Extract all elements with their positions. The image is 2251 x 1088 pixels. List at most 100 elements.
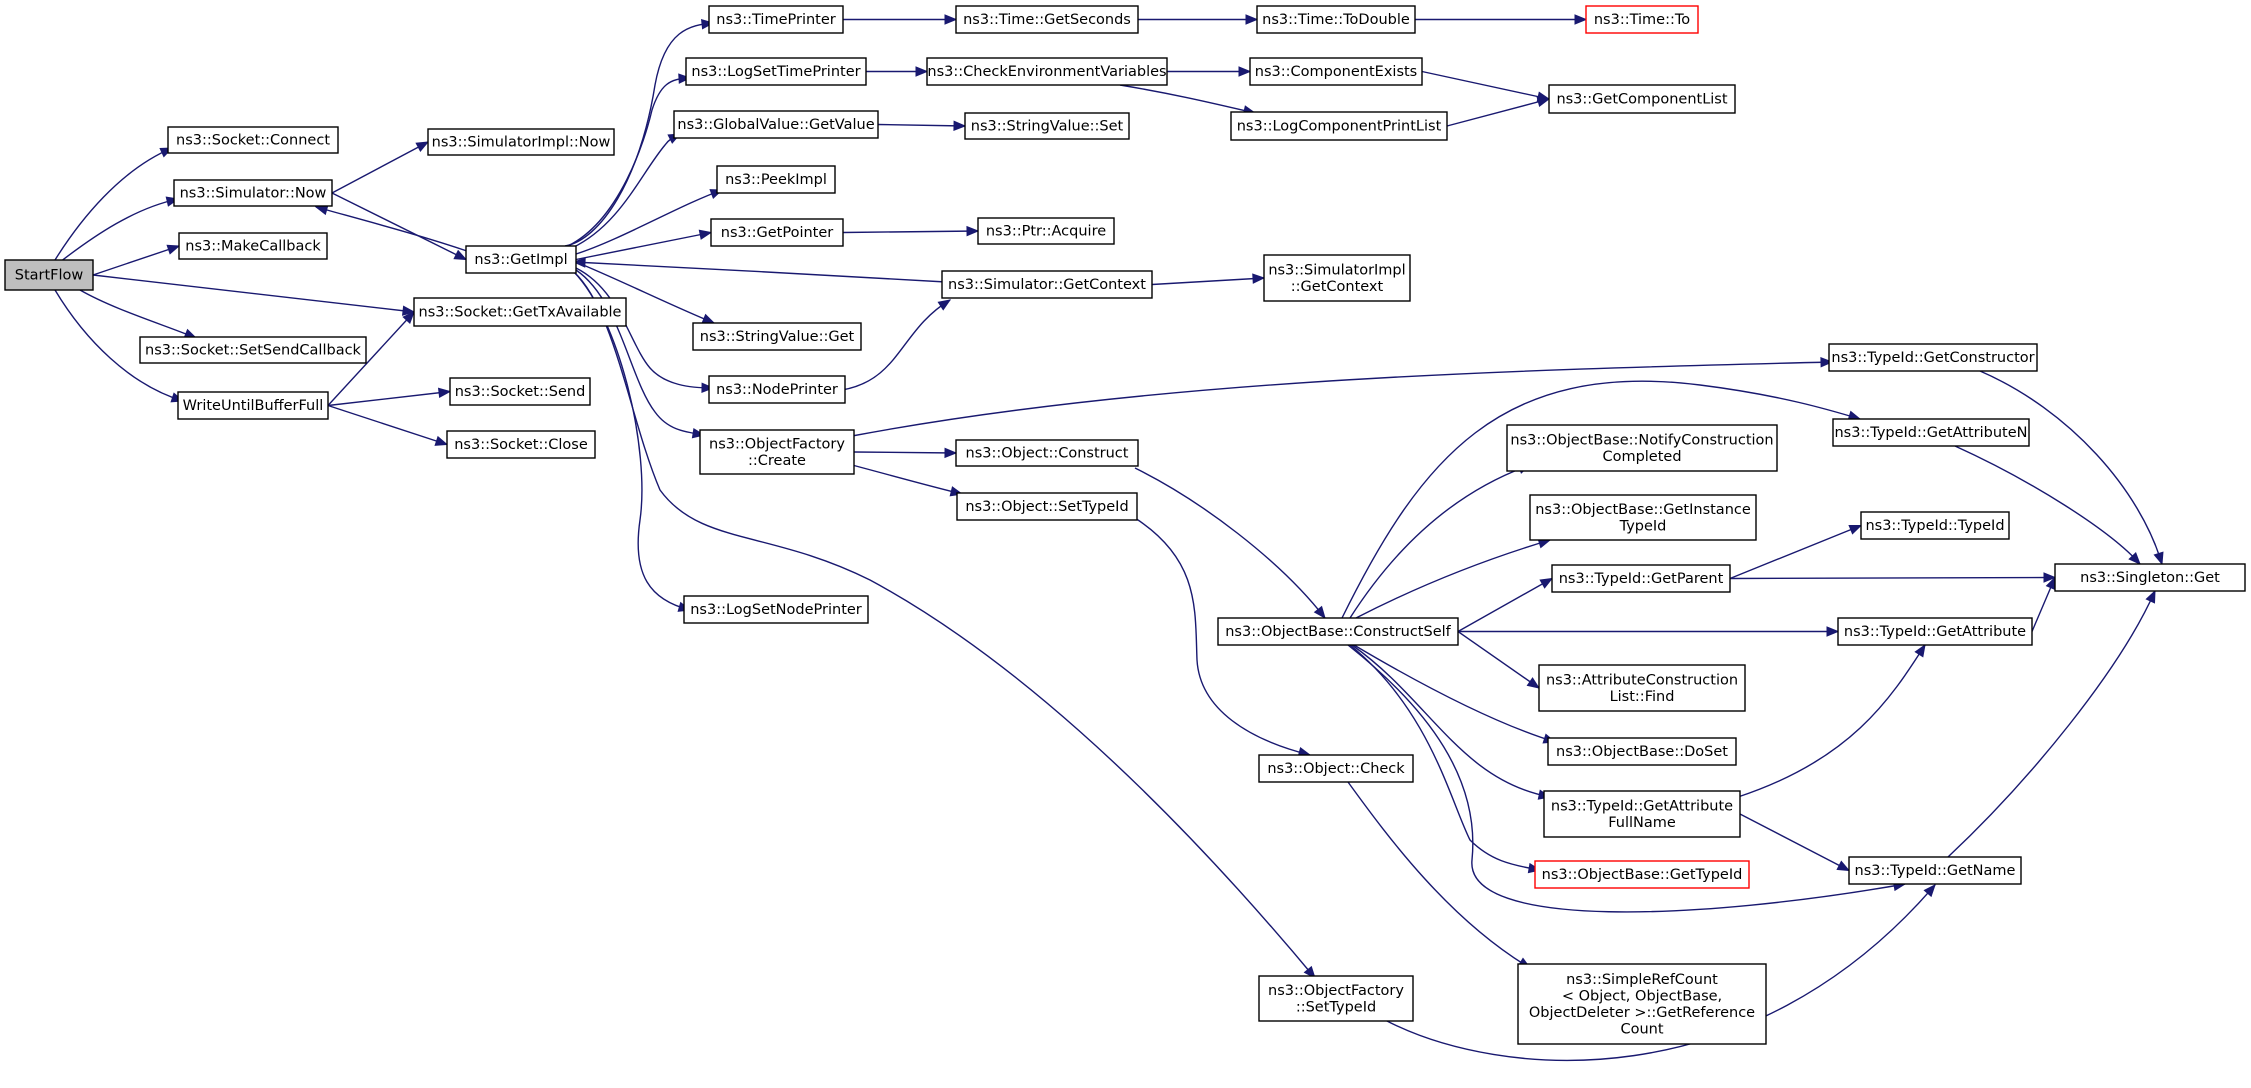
- edge-checkenvironmentvariables-to-componentexists-arrowhead: [1238, 66, 1252, 77]
- edge-simulator_getcontext-to-simulatorimpl_getcontext: [1151, 273, 1266, 286]
- edge-getimpl-to-logsettimeprinter-line: [567, 77, 691, 247]
- node-time_getseconds[interactable]: ns3::Time::GetSeconds: [955, 5, 1139, 34]
- call-graph-edges: [54, 14, 2164, 1062]
- node-time_todouble[interactable]: ns3::Time::ToDouble: [1256, 5, 1416, 34]
- node-typeid_getattributen-label: ns3::TypeId::GetAttributeN: [1834, 425, 2027, 441]
- node-objectfactory_settypeid[interactable]: ns3::ObjectFactory::SetTypeId: [1258, 975, 1414, 1022]
- node-attributeconstructionlist_find-label: List::Find: [1610, 689, 1675, 705]
- node-typeid_getattributefullname-label: FullName: [1608, 815, 1676, 831]
- node-getcomponentlist[interactable]: ns3::GetComponentList: [1548, 84, 1736, 114]
- node-writeuntilbufferfull[interactable]: WriteUntilBufferFull: [177, 391, 329, 420]
- node-logsetnodeprinter-label: ns3::LogSetNodePrinter: [690, 602, 862, 618]
- node-notifyconstructioncompleted[interactable]: ns3::ObjectBase::NotifyConstructionCompl…: [1506, 424, 1778, 472]
- node-logsetnodeprinter[interactable]: ns3::LogSetNodePrinter: [683, 595, 869, 624]
- edge-getimpl-to-nodeprinter: [575, 267, 715, 394]
- node-object_settypeid-label: ns3::Object::SetTypeId: [965, 499, 1128, 515]
- node-getimpl[interactable]: ns3::GetImpl: [465, 245, 577, 274]
- node-logcomponentprintlist[interactable]: ns3::LogComponentPrintList: [1230, 111, 1448, 141]
- node-peekimpl-label: ns3::PeekImpl: [725, 172, 827, 188]
- node-object_settypeid[interactable]: ns3::Object::SetTypeId: [956, 492, 1138, 521]
- node-stringvalue_set[interactable]: ns3::StringValue::Set: [964, 112, 1130, 140]
- edge-simulator_getcontext-to-getimpl-arrowhead: [572, 257, 586, 268]
- node-socket_close[interactable]: ns3::Socket::Close: [446, 430, 596, 459]
- node-simulatorimpl_getcontext-box: [1263, 254, 1411, 302]
- node-socket_gettxavailable[interactable]: ns3::Socket::GetTxAvailable: [413, 297, 627, 327]
- node-time_to[interactable]: ns3::Time::To: [1585, 5, 1699, 34]
- edge-typeid_getconstructor-to-singleton_get: [1979, 370, 2164, 566]
- node-typeid_getattributen[interactable]: ns3::TypeId::GetAttributeN: [1832, 418, 2030, 447]
- edge-typeid_getattributefullname-to-typeid_getname-line: [1739, 813, 1850, 872]
- node-objectbase_doset[interactable]: ns3::ObjectBase::DoSet: [1547, 737, 1737, 766]
- node-stringvalue_set-box: [964, 112, 1130, 140]
- edge-getimpl-to-getpointer: [575, 229, 713, 261]
- node-simplerefcount_getreferencecount-label: ns3::SimpleRefCount: [1566, 972, 1718, 988]
- node-componentexists[interactable]: ns3::ComponentExists: [1249, 57, 1423, 86]
- node-timeprinter[interactable]: ns3::TimePrinter: [708, 5, 844, 34]
- node-object_construct[interactable]: ns3::Object::Construct: [955, 439, 1139, 467]
- node-socket_setsendcallback[interactable]: ns3::Socket::SetSendCallback: [139, 336, 367, 364]
- edge-startflow-to-socket_setsendcallback-line: [79, 289, 197, 339]
- node-getinstancetypeid-box: [1529, 494, 1757, 541]
- node-nodeprinter[interactable]: ns3::NodePrinter: [708, 375, 846, 404]
- node-time_to-label: ns3::Time::To: [1594, 12, 1690, 28]
- edge-typeid_getattribute-to-singleton_get: [2031, 576, 2056, 632]
- node-simulatorimpl_now[interactable]: ns3::SimulatorImpl::Now: [427, 128, 615, 156]
- node-simplerefcount_getreferencecount[interactable]: ns3::SimpleRefCount< Object, ObjectBase,…: [1517, 963, 1767, 1045]
- edge-objectbase_constructself-to-getinstancetypeid-line: [1355, 539, 1551, 619]
- node-objectbase_gettypeid[interactable]: ns3::ObjectBase::GetTypeId: [1534, 860, 1750, 889]
- node-objectbase_doset-box: [1547, 737, 1737, 766]
- node-simulatorimpl_getcontext-label: ns3::SimulatorImpl: [1268, 262, 1405, 278]
- edge-objectbase_constructself-to-typeid_getattribute: [1458, 626, 1840, 637]
- node-typeid_getname[interactable]: ns3::TypeId::GetName: [1848, 856, 2022, 885]
- node-globalvalue_getvalue[interactable]: ns3::GlobalValue::GetValue: [673, 110, 879, 139]
- node-typeid_getattributefullname-box: [1543, 790, 1741, 838]
- node-typeid_getattribute[interactable]: ns3::TypeId::GetAttribute: [1837, 617, 2033, 646]
- node-ptr_acquire[interactable]: ns3::Ptr::Acquire: [977, 217, 1115, 245]
- node-simulator_now[interactable]: ns3::Simulator::Now: [173, 179, 333, 207]
- node-typeid_getconstructor[interactable]: ns3::TypeId::GetConstructor: [1828, 343, 2038, 372]
- node-globalvalue_getvalue-box: [673, 110, 879, 139]
- node-typeid_typeid[interactable]: ns3::TypeId::TypeId: [1860, 511, 2010, 540]
- edge-typeid_getparent-to-singleton_get-arrowhead: [2043, 572, 2057, 583]
- node-getpointer[interactable]: ns3::GetPointer: [710, 218, 844, 247]
- node-checkenvironmentvariables[interactable]: ns3::CheckEnvironmentVariables: [926, 57, 1168, 86]
- node-notifyconstructioncompleted-label: ns3::ObjectBase::NotifyConstruction: [1510, 432, 1773, 448]
- edge-object_settypeid-to-object_check-line: [1134, 517, 1311, 756]
- node-makecallback[interactable]: ns3::MakeCallback: [178, 232, 328, 260]
- edge-startflow-to-socket_gettxavailable: [92, 274, 416, 316]
- node-typeid_getparent-label: ns3::TypeId::GetParent: [1559, 571, 1724, 587]
- node-socket_connect-label: ns3::Socket::Connect: [176, 133, 330, 149]
- edge-getimpl-to-simulator_now-arrowhead: [314, 205, 329, 216]
- node-logsettimeprinter[interactable]: ns3::LogSetTimePrinter: [685, 57, 867, 86]
- node-socket_connect[interactable]: ns3::Socket::Connect: [167, 126, 339, 154]
- node-simulatorimpl_getcontext[interactable]: ns3::SimulatorImpl::GetContext: [1263, 254, 1411, 302]
- node-startflow[interactable]: StartFlow: [4, 259, 94, 291]
- node-simulator_getcontext[interactable]: ns3::Simulator::GetContext: [941, 270, 1153, 299]
- edge-writeuntilbufferfull-to-socket_gettxavailable-arrowhead: [402, 311, 415, 325]
- edge-writeuntilbufferfull-to-socket_gettxavailable-line: [327, 311, 415, 406]
- edge-objectfactory_create-to-object_construct-arrowhead: [944, 447, 958, 459]
- node-socket_send[interactable]: ns3::Socket::Send: [449, 377, 591, 406]
- node-stringvalue_get[interactable]: ns3::StringValue::Get: [692, 322, 862, 351]
- node-object_construct-label: ns3::Object::Construct: [966, 446, 1129, 462]
- edge-logcomponentprintlist-to-getcomponentlist-arrowhead: [1536, 96, 1551, 108]
- node-typeid_getname-box: [1848, 856, 2022, 885]
- edge-typeid_getparent-to-typeid_typeid-arrowhead: [1848, 524, 1863, 535]
- node-objectfactory_create[interactable]: ns3::ObjectFactory::Create: [699, 429, 855, 475]
- node-object_check[interactable]: ns3::Object::Check: [1258, 754, 1414, 783]
- edge-typeid_getname-to-singleton_get-line: [1947, 590, 2156, 858]
- node-time_todouble-label: ns3::Time::ToDouble: [1262, 12, 1410, 28]
- edge-objectbase_constructself-to-typeid_getattributefullname-line: [1351, 644, 1551, 798]
- node-typeid_getparent[interactable]: ns3::TypeId::GetParent: [1551, 564, 1731, 593]
- node-peekimpl[interactable]: ns3::PeekImpl: [716, 165, 836, 194]
- edge-componentexists-to-getcomponentlist: [1421, 70, 1551, 102]
- node-singleton_get[interactable]: ns3::Singleton::Get: [2054, 563, 2246, 592]
- node-objectbase_constructself[interactable]: ns3::ObjectBase::ConstructSelf: [1217, 617, 1459, 646]
- edge-getpointer-to-ptr_acquire-arrowhead: [966, 225, 980, 237]
- edge-typeid_getconstructor-to-singleton_get-line: [1979, 370, 2163, 565]
- node-simulatorimpl_now-box: [427, 128, 615, 156]
